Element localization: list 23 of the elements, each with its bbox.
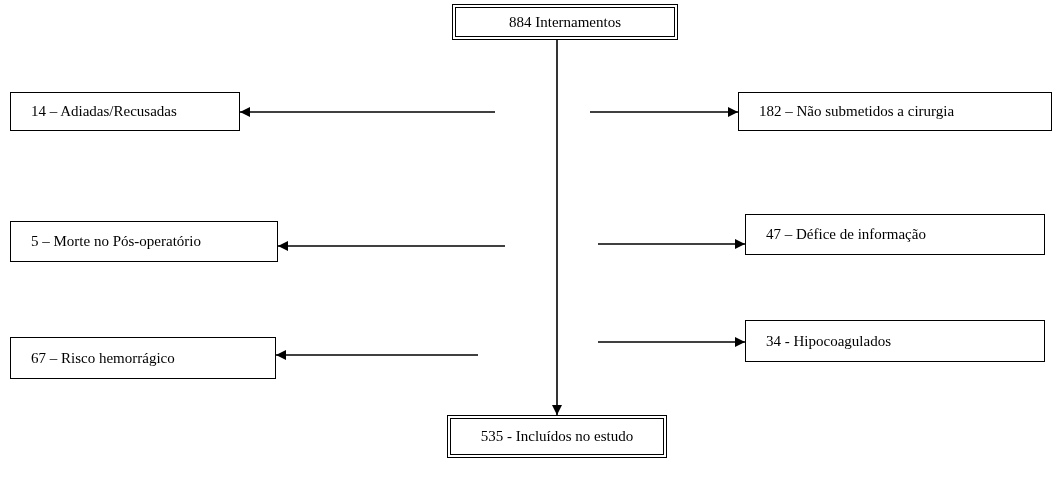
box-label: 884 Internamentos xyxy=(508,13,622,31)
box-label: 182 – Não submetidos a cirurgia xyxy=(759,103,955,120)
arrow xyxy=(552,39,562,416)
process-box xyxy=(745,320,1045,362)
process-box xyxy=(447,415,667,458)
process-box xyxy=(745,214,1045,255)
box-label: 535 - Incluídos no estudo xyxy=(480,428,634,445)
box-label: 47 – Défice de informação xyxy=(766,226,926,243)
arrow xyxy=(277,241,506,251)
arrow xyxy=(597,337,746,347)
arrow xyxy=(275,350,479,360)
box-label: 67 – Risco hemorrágico xyxy=(31,349,175,367)
arrow xyxy=(589,107,739,117)
process-box xyxy=(10,337,276,379)
process-box xyxy=(10,92,240,131)
arrow xyxy=(239,107,496,117)
box-label: 34 - Hipocoagulados xyxy=(766,332,891,350)
process-box xyxy=(10,221,278,262)
box-label: 14 – Adiadas/Recusadas xyxy=(31,103,177,120)
arrow xyxy=(597,239,746,249)
process-box xyxy=(452,4,678,40)
box-label: 5 – Morte no Pós-operatório xyxy=(31,233,201,250)
process-box xyxy=(738,92,1052,131)
